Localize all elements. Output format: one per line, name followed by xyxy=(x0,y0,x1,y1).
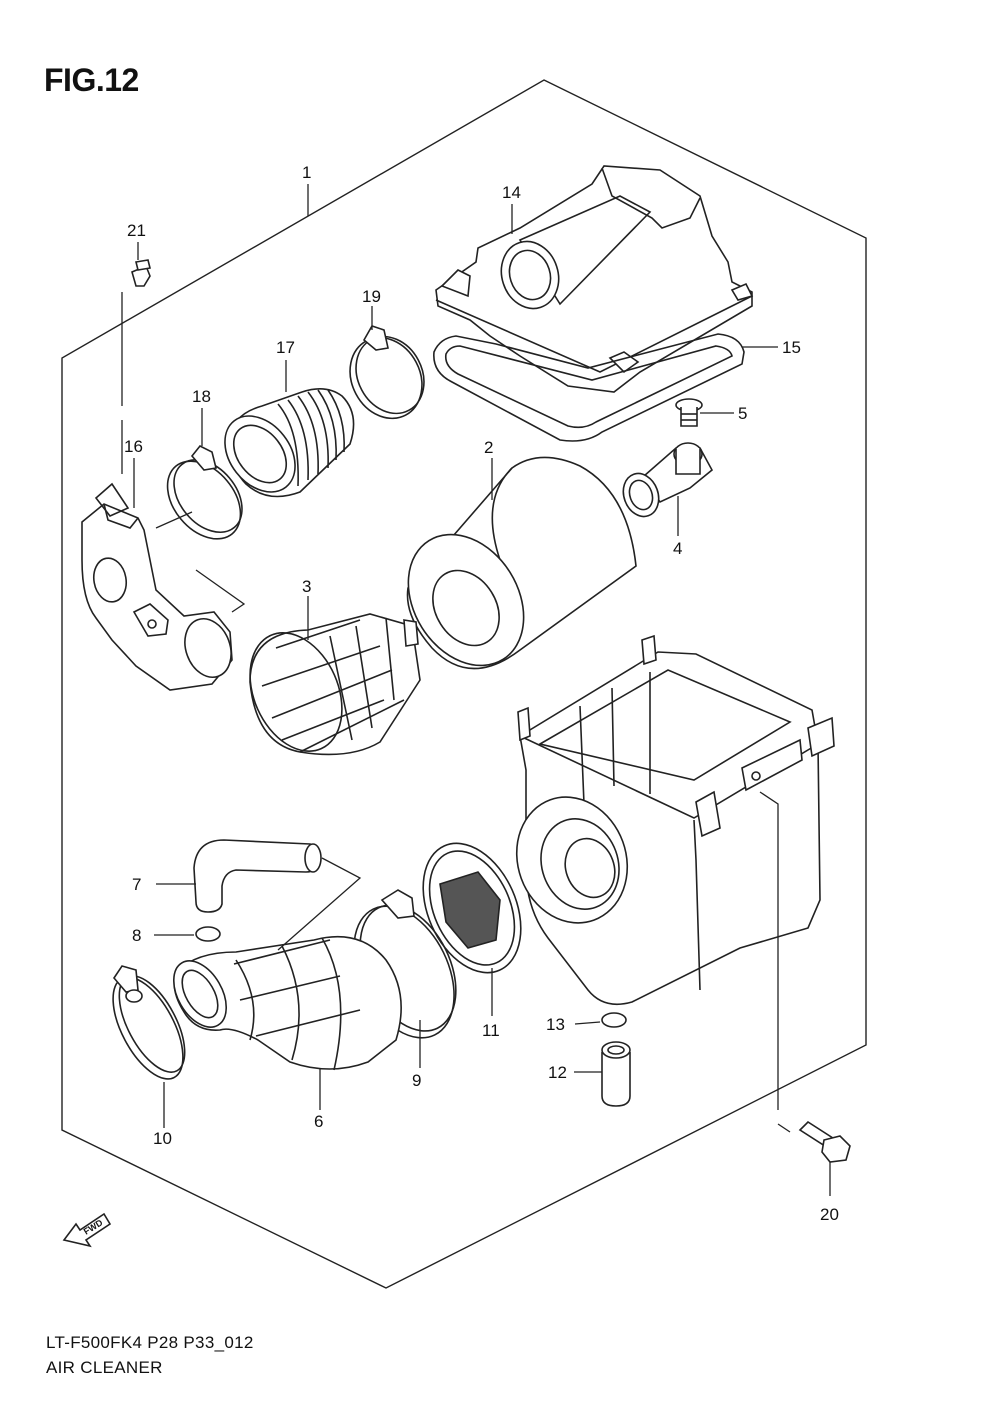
callout-20[interactable]: 20 xyxy=(820,1205,839,1224)
part-20-bolt[interactable] xyxy=(798,1120,851,1163)
callout-19[interactable]: 19 xyxy=(362,287,381,306)
part-7-drain-hose[interactable] xyxy=(193,839,322,913)
figure-title: FIG.12 xyxy=(44,62,139,98)
part-air-cleaner-case[interactable] xyxy=(499,634,835,1006)
fwd-arrow-icon: FWD xyxy=(62,1212,112,1248)
callout-4[interactable]: 4 xyxy=(673,539,682,558)
leader-lines xyxy=(121,184,831,1196)
part-21-clip[interactable] xyxy=(131,259,151,287)
part-13-clip[interactable] xyxy=(601,1012,627,1028)
part-2-cleaner-element[interactable] xyxy=(385,456,637,686)
part-15-gasket[interactable] xyxy=(433,333,745,442)
part-6-intake-boot[interactable] xyxy=(163,935,402,1071)
callout-7[interactable]: 7 xyxy=(132,875,141,894)
callout-17[interactable]: 17 xyxy=(276,338,295,357)
callout-5[interactable]: 5 xyxy=(738,404,747,423)
part-4-valve[interactable] xyxy=(618,442,714,521)
callout-8[interactable]: 8 xyxy=(132,926,141,945)
part-3-element-cage[interactable] xyxy=(232,613,421,766)
part-14-cleaner-cover[interactable] xyxy=(435,165,754,393)
callout-3[interactable]: 3 xyxy=(302,577,311,596)
model-code: LT-F500FK4 P28 P33_012 xyxy=(46,1333,254,1352)
section-name: AIR CLEANER xyxy=(46,1358,163,1377)
part-11-filter-screen[interactable] xyxy=(404,828,540,988)
callout-1[interactable]: 1 xyxy=(302,163,311,182)
callout-9[interactable]: 9 xyxy=(412,1071,421,1090)
callout-2[interactable]: 2 xyxy=(484,438,493,457)
callout-15[interactable]: 15 xyxy=(782,338,801,357)
part-5-screw[interactable] xyxy=(675,398,703,427)
part-8-clip[interactable] xyxy=(195,926,221,942)
callout-14[interactable]: 14 xyxy=(502,183,521,202)
callout-16[interactable]: 16 xyxy=(124,437,143,456)
callout-12[interactable]: 12 xyxy=(548,1063,567,1082)
part-10-clamp[interactable] xyxy=(99,965,198,1090)
callout-21[interactable]: 21 xyxy=(127,221,146,240)
part-19-clamp[interactable] xyxy=(336,325,437,431)
callout-11[interactable]: 11 xyxy=(482,1021,500,1040)
part-16-intake-duct[interactable] xyxy=(81,482,239,691)
callout-labels: 1 2 3 4 5 6 7 8 9 10 11 12 13 14 15 16 1… xyxy=(124,163,839,1224)
part-12-drain-plug[interactable] xyxy=(601,1041,631,1107)
callout-6[interactable]: 6 xyxy=(314,1112,323,1131)
callout-18[interactable]: 18 xyxy=(192,387,211,406)
callout-13[interactable]: 13 xyxy=(546,1015,565,1034)
callout-10[interactable]: 10 xyxy=(153,1129,172,1148)
assembly-frame xyxy=(61,79,867,1289)
part-17-corrugated-hose[interactable] xyxy=(211,388,355,506)
